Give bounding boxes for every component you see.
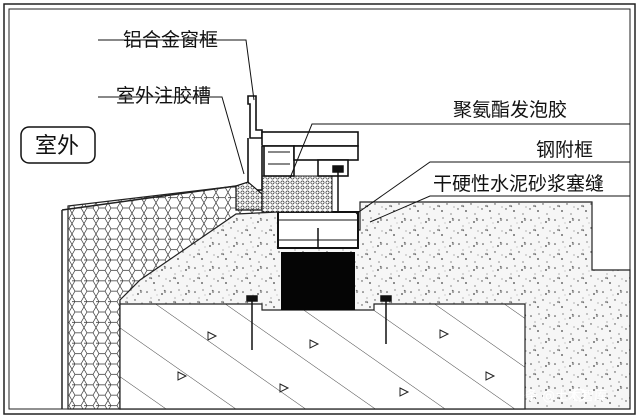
wall-structure [119,303,526,410]
pu-foam-fill [261,175,333,213]
black-filler-block [281,252,355,310]
label-steel-subframe: 钢附框 [536,139,593,161]
exterior-label-box [20,126,96,164]
watermark: 头条 @土木智库 [512,388,607,404]
watermark-avatar-icon [572,388,586,402]
anchor-screws [246,165,392,350]
label-mortar: 干硬性水泥砂浆塞缝 [433,173,604,195]
label-pu-foam: 聚氨酯发泡胶 [453,99,567,121]
label-exterior: 室外 [35,134,79,159]
exterior-finish-line [61,185,237,409]
outer-border [3,3,636,415]
label-aluminum-frame: 铝合金窗框 [123,29,218,51]
structure-markers [177,329,496,397]
aluminum-frame-profile [247,95,359,191]
exterior-sealant-bead [235,181,263,211]
leader-lines [98,39,630,223]
label-exterior-sealant: 室外注胶槽 [116,85,211,107]
watermark-text: 头条 @土木智库 [512,388,607,404]
